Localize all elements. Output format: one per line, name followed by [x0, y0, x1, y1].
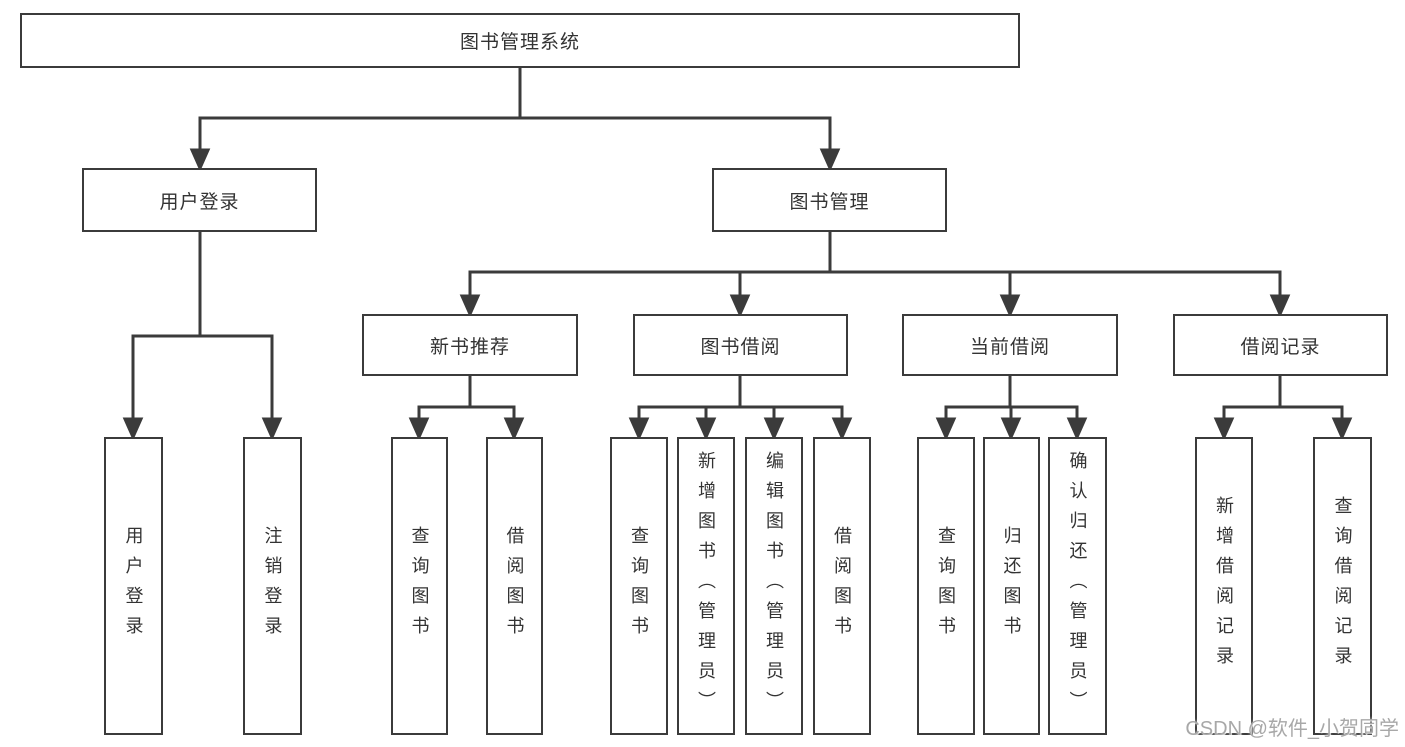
node-label: 当前借阅 — [969, 336, 1050, 358]
leaf-add-books-admin: 新增图书（管理员） — [677, 437, 735, 735]
node-label: 编辑图书（管理员） — [764, 451, 784, 721]
node-label: 归还图书 — [1001, 526, 1022, 646]
node-label: 新增借阅记录 — [1214, 496, 1234, 676]
node-label: 确认归还（管理员） — [1067, 451, 1088, 721]
node-label: 借阅图书 — [832, 526, 852, 646]
node-root-system: 图书管理系统 — [20, 13, 1020, 68]
leaf-add-borrow-record: 新增借阅记录 — [1195, 437, 1253, 735]
node-label: 查询图书 — [936, 526, 956, 646]
leaf-query-books-3: 查询图书 — [917, 437, 975, 735]
node-user-login: 用户登录 — [82, 168, 317, 232]
leaf-user-login: 用户登录 — [104, 437, 163, 735]
leaf-query-books-2: 查询图书 — [610, 437, 668, 735]
node-label: 新增图书（管理员） — [696, 451, 716, 721]
node-label: 查询借阅记录 — [1332, 496, 1353, 676]
node-label: 用户登录 — [159, 191, 240, 213]
node-label: 新书推荐 — [429, 336, 510, 358]
node-label: 注销登录 — [262, 526, 283, 646]
leaf-logout: 注销登录 — [243, 437, 302, 735]
node-label: 借阅图书 — [504, 526, 525, 646]
node-current-borrow: 当前借阅 — [902, 314, 1118, 376]
leaf-borrow-books-2: 借阅图书 — [813, 437, 871, 735]
node-label: 查询图书 — [409, 526, 430, 646]
leaf-borrow-books: 借阅图书 — [486, 437, 543, 735]
node-label: 图书管理系统 — [459, 32, 580, 53]
node-book-borrow: 图书借阅 — [633, 314, 848, 376]
node-label: 用户登录 — [123, 526, 144, 646]
node-book-management: 图书管理 — [712, 168, 947, 232]
node-label: 图书借阅 — [700, 336, 781, 358]
leaf-edit-books-admin: 编辑图书（管理员） — [745, 437, 803, 735]
node-new-book-recommend: 新书推荐 — [362, 314, 578, 376]
leaf-query-borrow-record: 查询借阅记录 — [1313, 437, 1372, 735]
leaf-confirm-return-admin: 确认归还（管理员） — [1048, 437, 1107, 735]
node-label: 查询图书 — [629, 526, 649, 646]
leaf-query-books: 查询图书 — [391, 437, 448, 735]
node-borrow-records: 借阅记录 — [1173, 314, 1388, 376]
csdn-watermark: CSDN @软件_小贺同学 — [1185, 718, 1399, 740]
leaf-return-books: 归还图书 — [983, 437, 1040, 735]
node-label: 借阅记录 — [1240, 336, 1321, 358]
node-label: 图书管理 — [789, 191, 870, 213]
